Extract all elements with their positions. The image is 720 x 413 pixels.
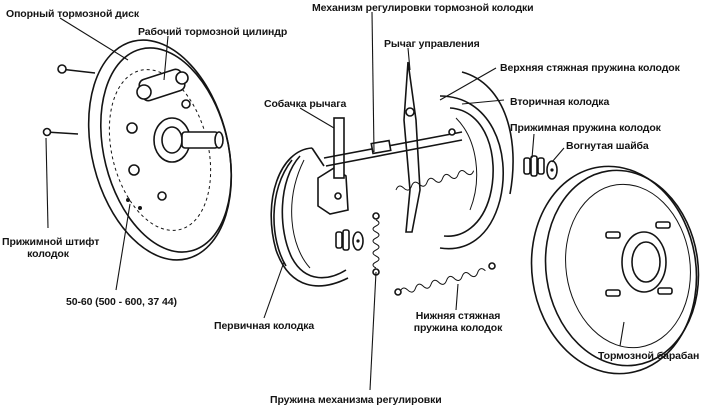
label-control-lever: Рычаг управления: [384, 38, 480, 50]
secondary-shoe: [439, 71, 514, 250]
primary-shoe: [270, 147, 349, 287]
upper-spring: [395, 170, 475, 191]
label-secondary-shoe: Вторичная колодка: [510, 96, 610, 108]
label-adjuster-spring: Пружина механизма регулировки: [270, 394, 442, 406]
label-lower-spring-line1: Нижняя стяжная: [415, 310, 501, 322]
label-lever-pawl: Собачка рычага: [264, 98, 347, 110]
label-torque-spec: 50-60 (500 - 600, 37 44): [66, 296, 177, 308]
control-lever: [403, 61, 421, 233]
label-brake-drum: Тормозной барабан: [598, 350, 700, 362]
adjuster-spring: [372, 212, 380, 276]
leader-lines: [45, 11, 625, 391]
label-wheel-cylinder: Рабочий тормозной цилиндр: [138, 26, 288, 38]
lever-pawl: [317, 117, 349, 215]
label-hold-down-spring: Прижимная пружина колодок: [510, 122, 661, 134]
cupped-washer: [546, 160, 558, 180]
axle-hub: [153, 117, 224, 163]
adjuster-mechanism: [323, 131, 463, 167]
hold-down-spring-left: [335, 229, 364, 251]
backing-plate: [87, 39, 233, 261]
brake-drum: [530, 165, 700, 375]
torque-spec-bolts: [126, 198, 142, 210]
label-hold-down-pin: Прижимной штифт колодок: [2, 236, 100, 260]
label-hold-down-pin-line1: Прижимной штифт: [2, 236, 100, 248]
label-cupped-washer: Вогнутая шайба: [566, 140, 649, 152]
label-adjuster-mechanism: Механизм регулировки тормозной колодки: [312, 2, 534, 14]
wheel-cylinder: [136, 68, 189, 102]
label-lower-spring: Нижняя стяжная пружина колодок: [402, 310, 514, 334]
label-lower-spring-line2: пружина колодок: [413, 322, 503, 334]
label-backing-plate: Опорный тормозной диск: [6, 8, 139, 20]
hold-down-pin-upper: [57, 64, 96, 74]
hold-down-spring: [523, 155, 545, 177]
label-hold-down-pin-line2: колодок: [27, 248, 69, 260]
hold-down-pin-lower: [42, 127, 79, 137]
label-upper-spring: Верхняя стяжная пружина колодок: [500, 62, 680, 74]
label-primary-shoe: Первичная колодка: [214, 320, 315, 332]
lower-spring: [394, 262, 496, 296]
